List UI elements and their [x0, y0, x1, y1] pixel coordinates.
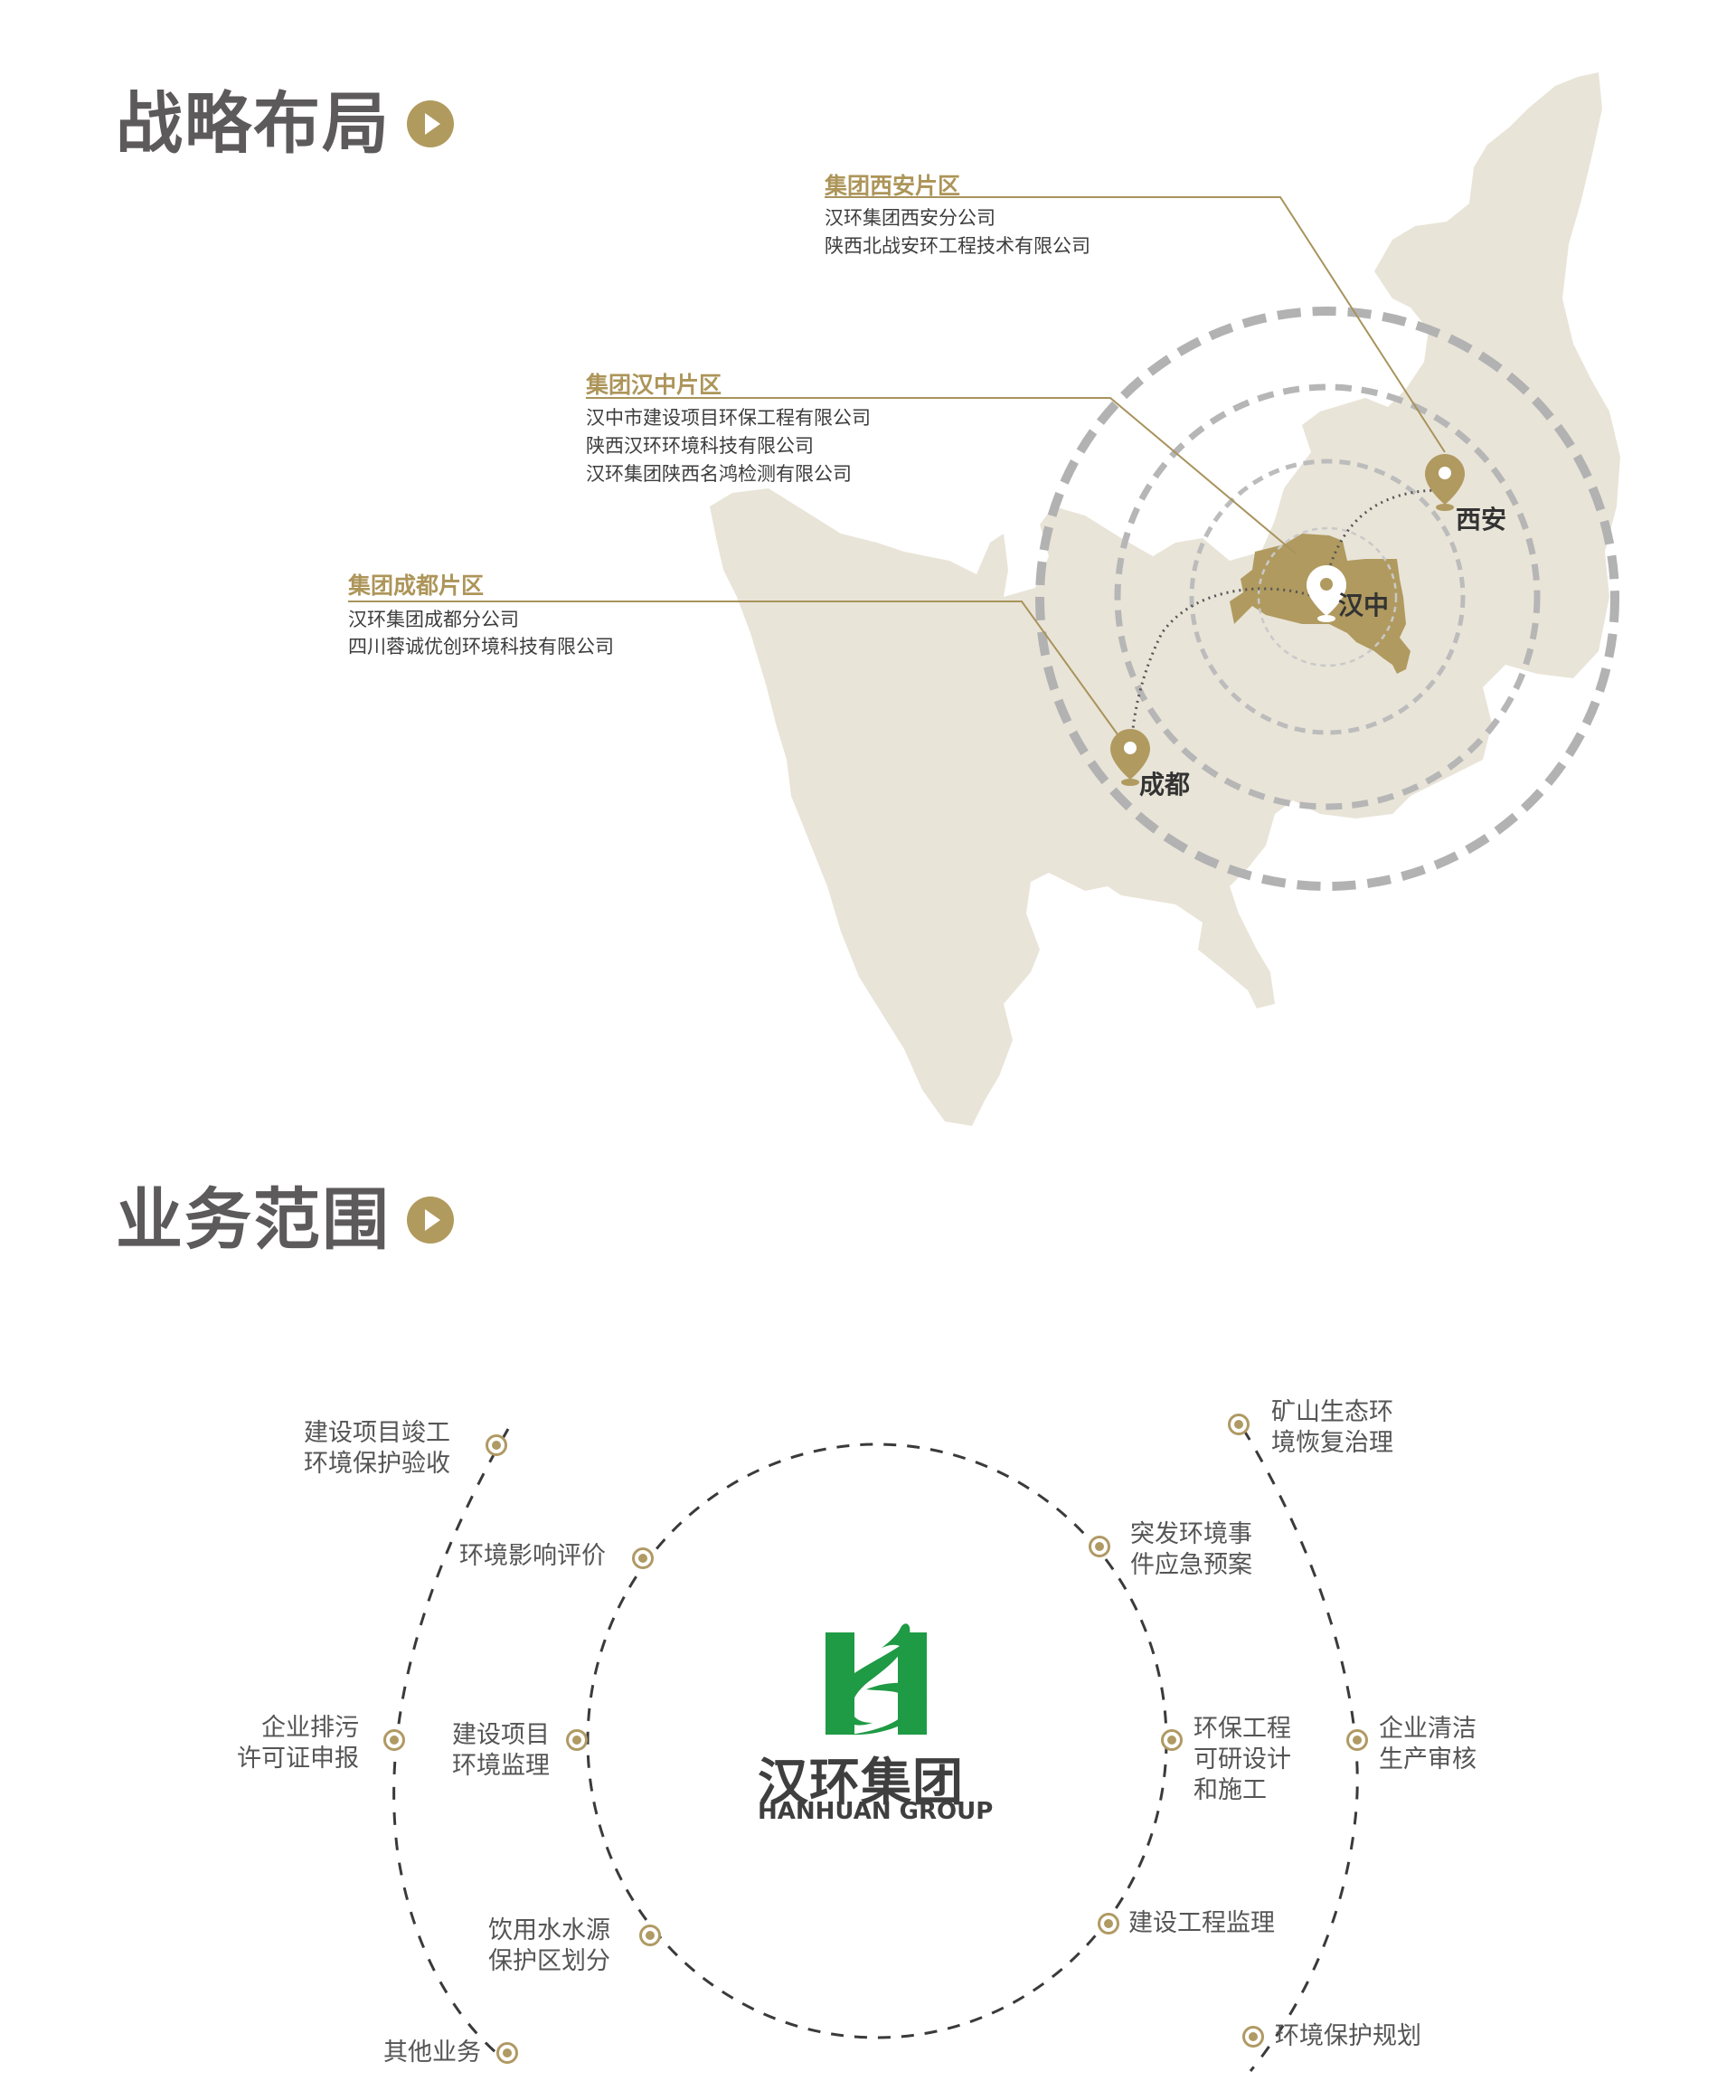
service-label-completion-acceptance: 建设项目竣工 环境保护验收: [304, 1419, 450, 1478]
service-node-icon[interactable]: [566, 1729, 588, 1751]
company-item: 汉环集团西安分公司: [825, 207, 995, 229]
map-pin-icon-xian: [1425, 454, 1465, 511]
map-region-shape: [710, 72, 1620, 1126]
map-pin-icon-hanzhong: [1307, 565, 1346, 622]
service-node-icon[interactable]: [496, 2042, 518, 2064]
service-node-icon[interactable]: [632, 1547, 654, 1569]
service-node-icon[interactable]: [1089, 1536, 1110, 1557]
service-node-icon[interactable]: [486, 1434, 507, 1456]
business-title: 业务范围: [116, 1181, 391, 1259]
company-item: 汉中市建设项目环保工程有限公司: [586, 407, 871, 429]
section-title-strategy: 战略布局: [116, 90, 454, 157]
service-label-water-source: 饮用水水源 保护区划分: [488, 1916, 610, 1975]
service-label-environmental-planning: 环境保护规划: [1275, 2022, 1421, 2050]
service-label-construction-supervision: 建设工程监理: [1128, 1909, 1275, 1937]
service-label-mine-restoration: 矿山生态环 境恢复治理: [1271, 1398, 1393, 1457]
city-label-chengdu: 成都: [1139, 770, 1191, 799]
map-pin-icon-chengdu: [1110, 729, 1150, 786]
service-label-engineering-design: 环保工程 可研设计 和施工: [1194, 1715, 1291, 1804]
ring-inner: [1189, 459, 1466, 735]
section-title-business: 业务范围: [116, 1187, 454, 1253]
ring-core: [1257, 526, 1398, 667]
company-item: 四川蓉诚优创环境科技有限公司: [348, 636, 614, 657]
map-graphic: [348, 72, 1620, 1126]
service-node-icon[interactable]: [1242, 2026, 1264, 2048]
inner-dashed-ring: [586, 1443, 1168, 2039]
company-item: 陕西汉环环境科技有限公司: [586, 435, 814, 457]
strategy-title: 战略布局: [116, 85, 391, 163]
region-title-xian: 集团西安片区: [825, 173, 961, 199]
logo-text-cn: 汉环集团: [758, 1754, 964, 1812]
service-node-icon[interactable]: [1098, 1913, 1119, 1934]
outer-right-arc: [1241, 1428, 1359, 2072]
service-label-other: 其他业务: [383, 2039, 481, 2067]
city-label-xian: 西安: [1456, 505, 1507, 534]
service-label-environmental-supervision: 建设项目 环境监理: [452, 1721, 550, 1780]
outer-left-arc: [392, 1428, 510, 2059]
play-circle-icon: [407, 100, 454, 147]
company-item: 汉环集团陕西名鸿检测有限公司: [586, 463, 852, 485]
ring-outer: [1035, 307, 1619, 891]
play-circle-icon: [407, 1197, 454, 1244]
service-label-eia: 环境影响评价: [459, 1542, 606, 1570]
leader-line-xian: [825, 196, 1446, 453]
logo-text-en: HANHUAN GROUP: [758, 1798, 994, 1825]
leader-line-hanzhong: [586, 397, 1297, 554]
region-title-hanzhong: 集团汉中片区: [586, 372, 722, 398]
service-node-icon[interactable]: [639, 1925, 661, 1946]
city-label-hanzhong: 汉中: [1338, 591, 1390, 620]
service-label-discharge-permit: 企业排污 许可证申报: [237, 1714, 359, 1773]
service-label-emergency-plan: 突发环境事 件应急预案: [1130, 1520, 1252, 1579]
ring-middle: [1114, 383, 1541, 810]
service-node-icon[interactable]: [1346, 1729, 1368, 1751]
hanhuan-logo-mark: [826, 1623, 927, 1736]
service-node-icon[interactable]: [1228, 1414, 1250, 1435]
company-item: 陕西北战安环工程技术有限公司: [825, 235, 1090, 257]
leader-line-chengdu: [348, 601, 1118, 735]
service-label-cleaner-production: 企业清洁 生产审核: [1379, 1715, 1477, 1774]
region-title-chengdu: 集团成都片区: [348, 572, 485, 599]
company-item: 汉环集团成都分公司: [348, 609, 519, 630]
service-node-icon[interactable]: [383, 1729, 405, 1751]
service-node-icon[interactable]: [1161, 1729, 1183, 1751]
